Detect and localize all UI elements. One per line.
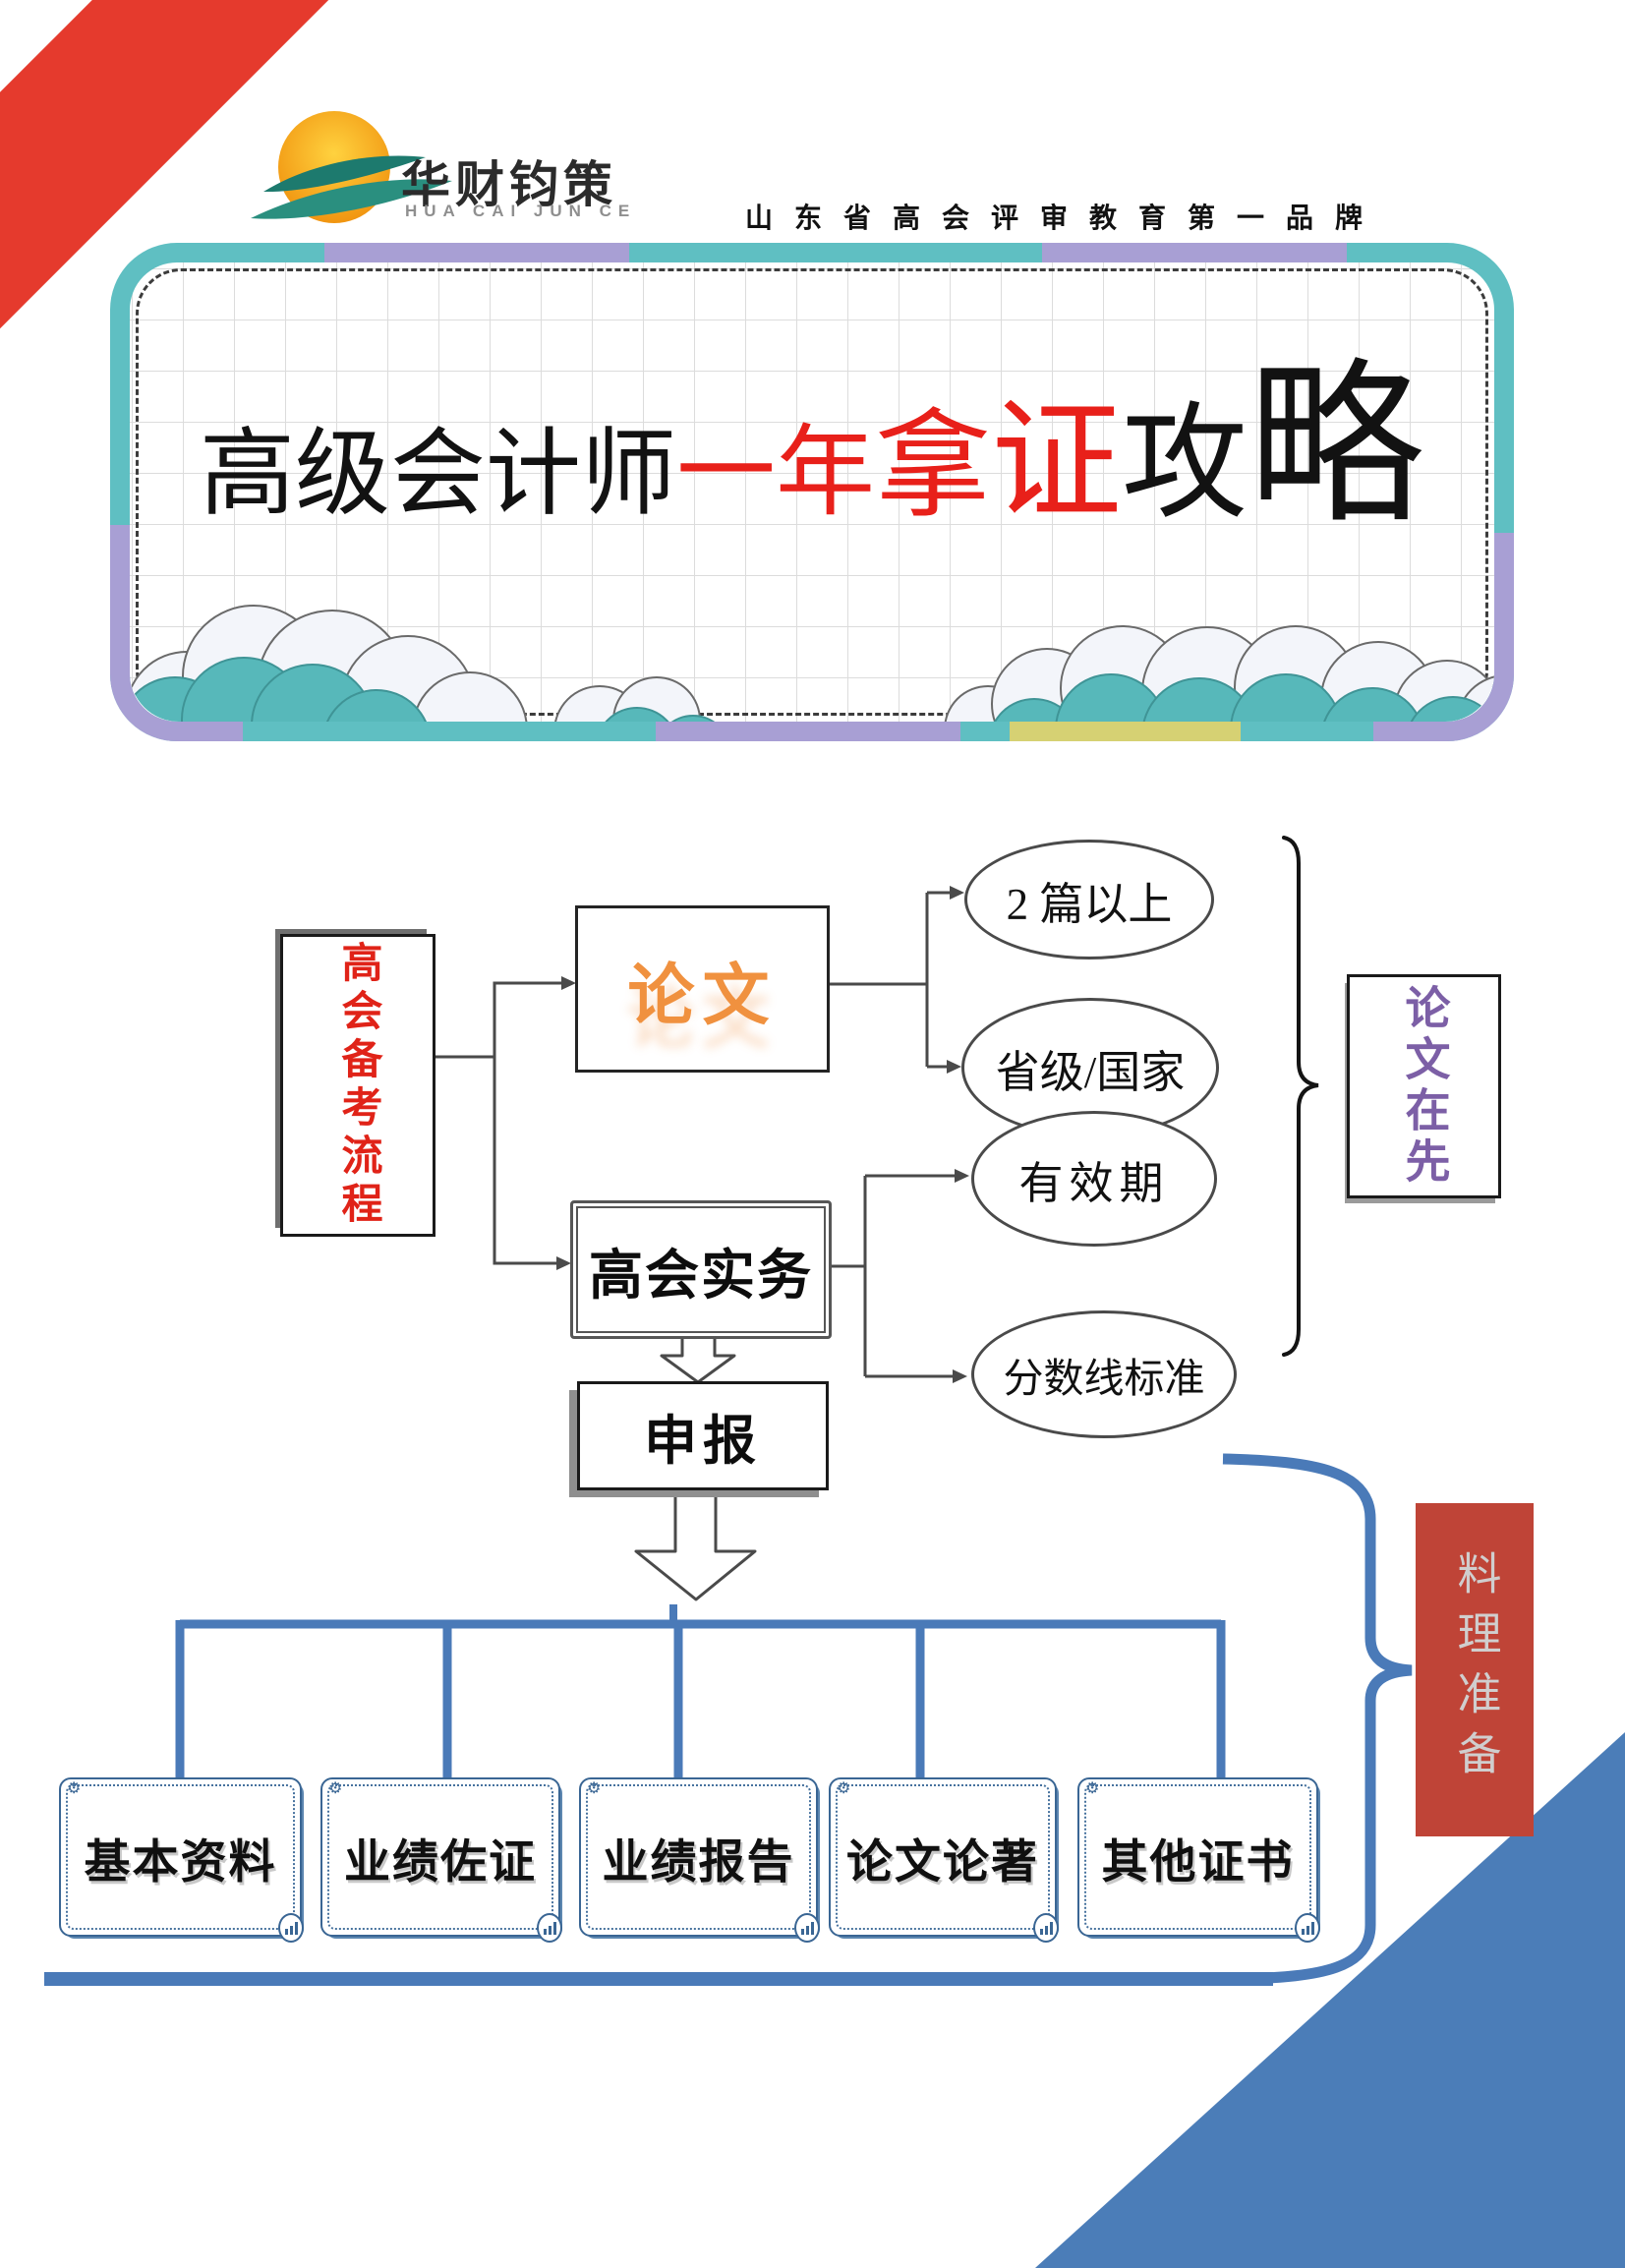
logo-wordmark: 华财钧策 — [401, 157, 617, 212]
material-label: 论文论著 — [846, 1836, 1039, 1889]
practice-point-ellipse: 分数线标准 — [971, 1310, 1237, 1438]
logo-wordmark-latin: HUA CAI JUN CE — [405, 202, 637, 220]
material-box-inner: 其他证书 — [1084, 1784, 1311, 1930]
chart-icon — [1033, 1913, 1059, 1943]
title-part-red: 一年 — [675, 418, 875, 528]
practice-point-ellipse: 有效期 — [971, 1111, 1217, 1247]
material-box: ⚙ 其他证书 — [1077, 1777, 1320, 1943]
thesis-box: 论文 — [575, 905, 830, 1073]
title-part-black: 高级会计师 — [199, 422, 676, 527]
material-box-inner: 基本资料 — [66, 1784, 295, 1930]
material-label: 业绩佐证 — [344, 1836, 537, 1889]
down-arrow — [634, 1484, 757, 1601]
brand-tagline: 山东省高会评审教育第一品牌 — [745, 203, 1385, 233]
practice-label: 高会实务 — [588, 1244, 813, 1306]
materials-note-label: 料理准备 — [1450, 1549, 1500, 1790]
title-part-black: 攻 — [1122, 394, 1248, 534]
thesis-point-label: 2 篇以上 — [1006, 879, 1173, 929]
thesis-point-ellipse: 2 篇以上 — [964, 840, 1214, 960]
thesis-brace — [1282, 836, 1319, 1357]
material-label: 其他证书 — [1101, 1836, 1295, 1889]
material-box-inner: 业绩报告 — [586, 1784, 811, 1930]
poster-title: 高级会计师 一年 拿 证 攻 略 — [120, 359, 1504, 536]
chart-icon — [794, 1913, 820, 1943]
title-part-black: 略 — [1248, 349, 1425, 545]
practice-point-label: 分数线标准 — [1003, 1356, 1205, 1401]
material-box: ⚙ 基本资料 — [59, 1777, 304, 1943]
material-label: 基本资料 — [84, 1836, 277, 1889]
chart-icon — [537, 1913, 562, 1943]
material-label: 业绩报告 — [602, 1836, 795, 1889]
declare-label: 申报 — [644, 1412, 762, 1471]
title-banner: 高级会计师 一年 拿 证 攻 略 — [120, 253, 1504, 731]
material-box: ⚙ 业绩报告 — [579, 1777, 820, 1943]
side-note-box: 论文在先 — [1347, 974, 1501, 1198]
title-part-red: 证 — [991, 389, 1122, 535]
material-box: ⚙ 论文论著 — [829, 1777, 1059, 1943]
material-box-inner: 论文论著 — [836, 1784, 1050, 1930]
chart-icon — [278, 1913, 304, 1943]
practice-box: 高会实务 — [570, 1200, 832, 1339]
chart-icon — [1295, 1913, 1320, 1943]
side-note-label: 论文在先 — [1399, 984, 1450, 1189]
thesis-point-label: 省级/国家 — [995, 1047, 1186, 1097]
thesis-label: 论文 — [627, 958, 778, 1033]
material-box-inner: 业绩佐证 — [327, 1784, 553, 1930]
title-part-red: 拿 — [874, 403, 991, 532]
flow-root-label: 高会备考流程 — [335, 941, 380, 1230]
practice-point-label: 有效期 — [1018, 1158, 1170, 1208]
declare-box: 申报 — [577, 1381, 829, 1490]
material-box: ⚙ 业绩佐证 — [320, 1777, 562, 1943]
materials-note-box: 料理准备 — [1416, 1503, 1534, 1836]
logo-sun-icon — [251, 111, 452, 223]
flow-root-box: 高会备考流程 — [280, 934, 435, 1237]
down-arrow — [660, 1333, 736, 1384]
